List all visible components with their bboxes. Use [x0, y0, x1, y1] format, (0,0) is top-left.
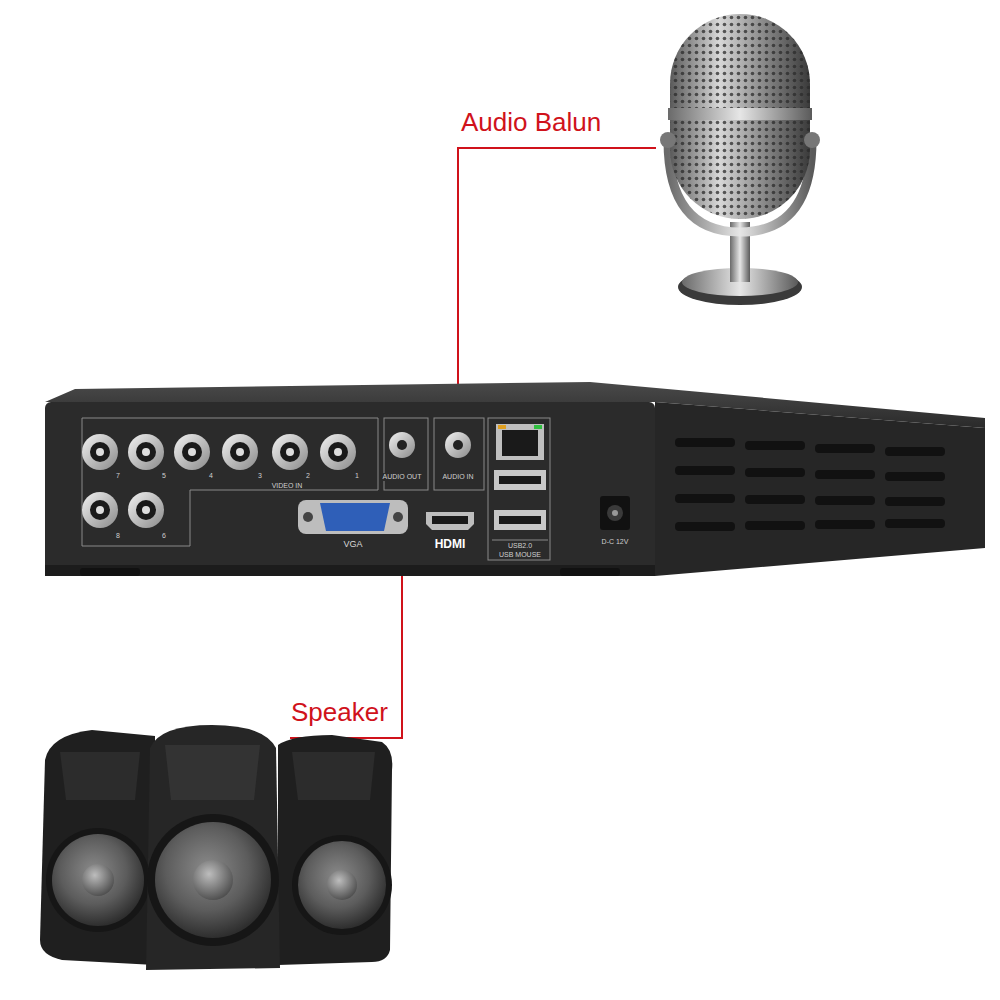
port-label: AUDIO IN — [442, 473, 473, 481]
channel-number: 8 — [116, 532, 120, 540]
speaker-illustration — [40, 725, 392, 970]
channel-number: 3 — [258, 472, 262, 480]
port-label: USB MOUSE — [499, 551, 541, 559]
callout-label: Audio Balun — [461, 108, 601, 137]
channel-number: 5 — [162, 472, 166, 480]
channel-number: 1 — [355, 472, 359, 480]
port-label: HDMI — [435, 538, 466, 551]
port-label: AUDIO OUT — [381, 473, 424, 481]
port-label: USB2.0 — [508, 542, 532, 550]
dvr-body — [45, 382, 985, 576]
channel-number: 2 — [306, 472, 310, 480]
port-label: VGA — [343, 540, 362, 550]
port-label: VIDEO IN — [272, 482, 303, 490]
channel-number: 6 — [162, 532, 166, 540]
callout-label: Speaker — [291, 698, 388, 727]
microphone — [660, 14, 820, 305]
channel-number: 7 — [116, 472, 120, 480]
channel-number: 4 — [209, 472, 213, 480]
port-label: D-C 12V — [602, 538, 629, 546]
